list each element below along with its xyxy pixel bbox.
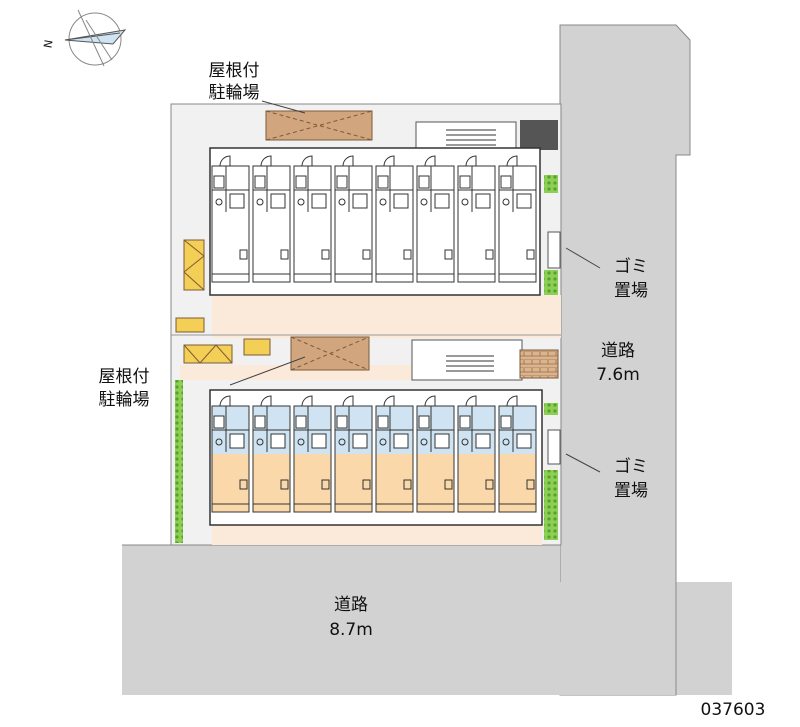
trash-bottom-label-line1: ゴミ: [614, 456, 648, 477]
trash-top-label-line1: ゴミ: [614, 256, 648, 277]
stairs-top: [415, 120, 558, 150]
apartment-unit: [375, 155, 414, 283]
units-top-floor-plan: [211, 155, 537, 283]
hedge-right-bottom: [544, 470, 558, 540]
property-id: 037603: [701, 700, 766, 720]
north-arrow-compass-icon: N: [41, 9, 127, 67]
apartment-unit: [416, 395, 455, 513]
apartment-unit: [252, 395, 291, 513]
road-bottom-label-line1: 道路: [334, 595, 368, 615]
road-bottom-lower: [122, 582, 732, 695]
apartment-unit: [457, 395, 496, 513]
road-right-width: 7.6m: [596, 365, 640, 385]
road-right-label-line1: 道路: [601, 341, 635, 361]
apartment-unit: [252, 155, 291, 283]
trash-box-top: [547, 231, 561, 269]
storage-box-a: [175, 317, 205, 333]
bike-parking-top-label-line1: 屋根付: [209, 61, 260, 81]
apartment-unit: [293, 395, 332, 513]
apartment-unit: [498, 155, 537, 283]
storage-box-b: [183, 344, 233, 364]
road-bottom: [122, 545, 560, 582]
bike-parking-mid-label-line1: 屋根付: [99, 367, 150, 387]
apartment-unit: [498, 395, 537, 513]
driveway-bottom: [212, 525, 542, 545]
apartment-unit: [334, 155, 373, 283]
apartment-unit: [416, 155, 455, 283]
bike-parking-mid-label-line2: 駐輪場: [99, 390, 150, 410]
apartment-unit: [211, 395, 250, 513]
trash-bottom-label-line2: 置場: [614, 481, 648, 501]
building-top: [209, 147, 541, 296]
bike-parking-middle: [290, 336, 370, 371]
storage-box-c: [243, 338, 271, 356]
bike-parking-top: [265, 110, 373, 141]
units-bottom-floor-plan: [211, 395, 537, 513]
trash-box-bottom: [547, 429, 561, 465]
driveway-top: [212, 295, 561, 338]
apartment-unit: [293, 155, 332, 283]
parking-box-left: [183, 239, 205, 291]
stairs-bottom: [411, 339, 559, 381]
hedge-left: [175, 380, 183, 543]
road-bottom-width: 8.7m: [329, 620, 373, 640]
apartment-unit: [457, 155, 496, 283]
hedge-right-mid: [544, 270, 558, 295]
hedge-right-low: [544, 403, 558, 415]
apartment-unit: [375, 395, 414, 513]
compass-letter: N: [41, 39, 55, 49]
trash-top-label-line2: 置場: [614, 281, 648, 301]
apartment-unit: [211, 155, 250, 283]
hedge-right-top: [544, 175, 558, 193]
apartment-unit: [334, 395, 373, 513]
bike-parking-top-label-line2: 駐輪場: [209, 83, 260, 103]
